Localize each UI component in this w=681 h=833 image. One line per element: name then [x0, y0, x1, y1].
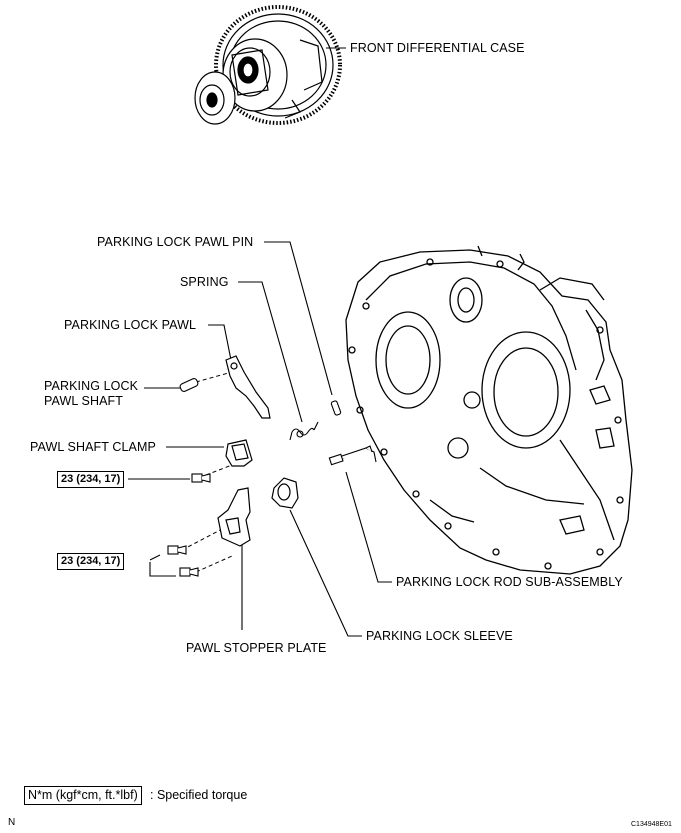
label-parking-lock-pawl: PARKING LOCK PAWL — [64, 318, 197, 332]
label-parking-lock-pawl-pin: PARKING LOCK PAWL PIN — [97, 235, 254, 249]
parking-lock-sleeve-drawing — [271, 477, 299, 509]
label-parking-lock-pawl-shaft-line2: PAWL SHAFT — [44, 394, 124, 408]
parking-lock-pawl-pin-drawing — [330, 400, 342, 416]
spring-drawing — [289, 421, 319, 441]
label-front-differential-case: FRONT DIFFERENTIAL CASE — [350, 41, 525, 55]
front-differential-case-drawing — [194, 5, 342, 125]
pawl-stopper-plate-drawing — [217, 487, 251, 547]
label-parking-lock-sleeve: PARKING LOCK SLEEVE — [366, 629, 513, 643]
legend-description: : Specified torque — [150, 788, 248, 802]
label-spring: SPRING — [180, 275, 229, 289]
torque-box-clamp: 23 (234, 17) — [57, 471, 125, 488]
assembly-lines — [181, 371, 353, 573]
torque-box-plate: 23 (234, 17) — [57, 553, 125, 570]
label-parking-lock-rod: PARKING LOCK ROD SUB-ASSEMBLY — [396, 575, 623, 589]
pawl-shaft-clamp-drawing — [225, 439, 253, 467]
parking-lock-pawl-drawing — [225, 355, 271, 419]
corner-letter: N — [8, 817, 16, 828]
label-pawl-shaft-clamp: PAWL SHAFT CLAMP — [30, 440, 156, 454]
illustration-code: C134948E01 — [631, 821, 672, 828]
parking-lock-rod-drawing — [328, 445, 377, 466]
parking-lock-pawl-shaft-drawing — [179, 378, 199, 392]
label-pawl-stopper-plate: PAWL STOPPER PLATE — [186, 641, 327, 655]
label-parking-lock-pawl-shaft-line1: PARKING LOCK — [44, 379, 139, 393]
legend-units-box: N*m (kgf*cm, ft.*lbf) — [24, 786, 142, 805]
clamp-bolt-drawing — [191, 473, 211, 483]
plate-bolts-drawing — [167, 545, 199, 577]
transaxle-case-drawing — [345, 245, 633, 575]
